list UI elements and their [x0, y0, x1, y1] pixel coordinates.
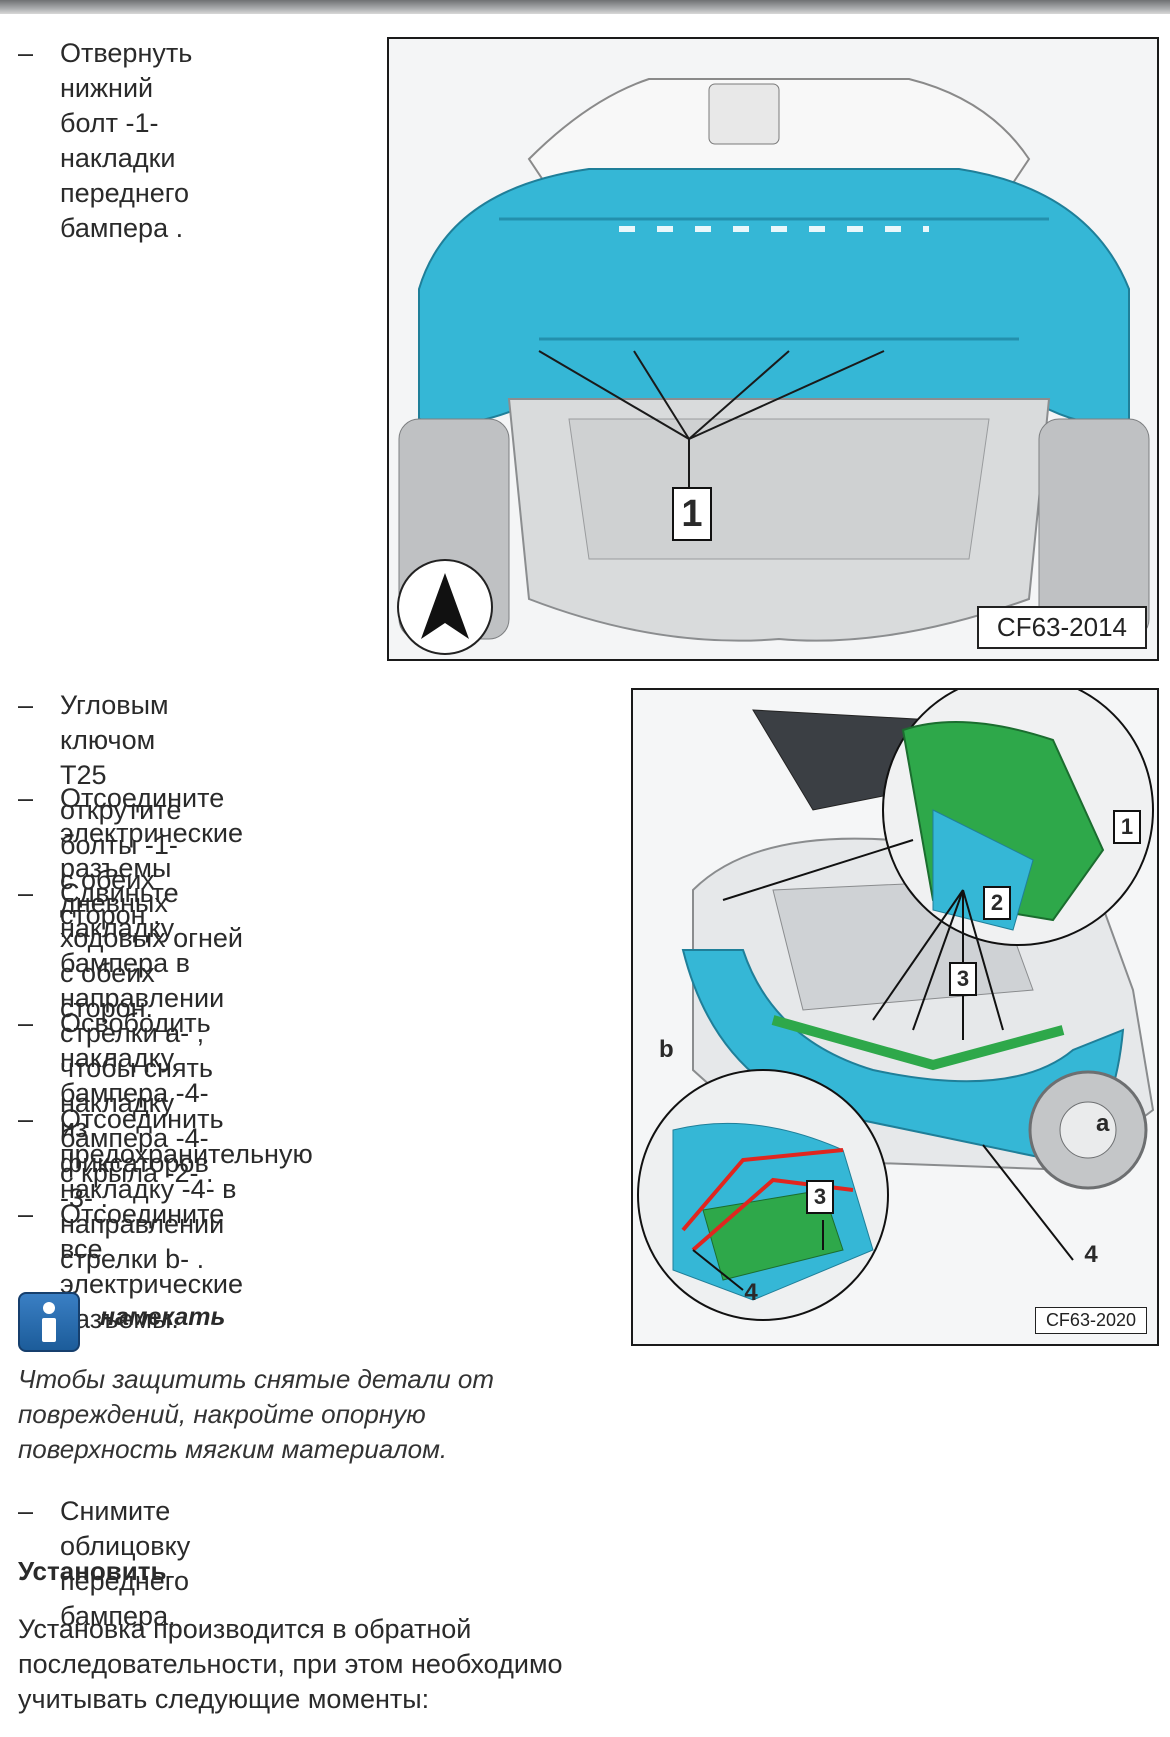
- step-7-text: Отсоедините все электрические разъемы.: [60, 1199, 244, 1334]
- note-body: Чтобы защитить снятые детали от поврежде…: [18, 1364, 495, 1464]
- dash: –: [18, 38, 34, 68]
- note-heading: намекать: [100, 1303, 226, 1331]
- install-paragraph: Установка производится в обратной послед…: [18, 1614, 563, 1714]
- callout-4: 4: [1084, 1241, 1098, 1268]
- dash: –: [18, 1199, 34, 1229]
- dash: –: [18, 783, 34, 813]
- dash: –: [18, 690, 34, 720]
- top-toolbar-strip: [0, 0, 1170, 14]
- arrow-b-label: b: [659, 1036, 674, 1063]
- figure-underbody: 1 CF63-2014: [387, 37, 1159, 661]
- step-4-text: Сдвиньте накладку бампера в направлении …: [60, 878, 225, 1188]
- callout-2: 2: [983, 886, 1011, 920]
- info-icon: [18, 1292, 80, 1352]
- callout-3-detail: 3: [806, 1180, 834, 1214]
- step-5-text: Освободить накладку бампера -4- из фикса…: [60, 1008, 211, 1213]
- step-1-text: Отвернуть нижний болт -1- накладки перед…: [60, 38, 193, 243]
- callout-1: 1: [1113, 810, 1141, 844]
- callout-4-detail: 4: [744, 1279, 758, 1306]
- step-3-text: Отсоедините электрические разъемы дневны…: [60, 783, 244, 1023]
- callout-3: 3: [949, 962, 977, 996]
- step-2-text: Угловым ключом T25 открутите болты -1- с…: [60, 690, 182, 930]
- arrow-a-label: a: [1096, 1110, 1110, 1137]
- section-heading: Установить: [18, 1556, 167, 1586]
- callout-1: 1: [672, 487, 712, 541]
- figure-code: CF63-2020: [1034, 1307, 1147, 1334]
- dash: –: [18, 1104, 34, 1134]
- dash: –: [18, 1496, 34, 1526]
- dash: –: [18, 878, 34, 908]
- step-8-text: Снимите облицовку переднего бампера.: [60, 1496, 191, 1631]
- dash: –: [18, 1008, 34, 1038]
- figure-front-bumper: 1 2 3 3 4 4 a b CF63-2020: [631, 688, 1159, 1346]
- figure-code: CF63-2014: [976, 606, 1147, 649]
- north-arrow-icon: [397, 559, 493, 655]
- step-6-text: Отсоединить предохранительную накладку -…: [60, 1104, 313, 1274]
